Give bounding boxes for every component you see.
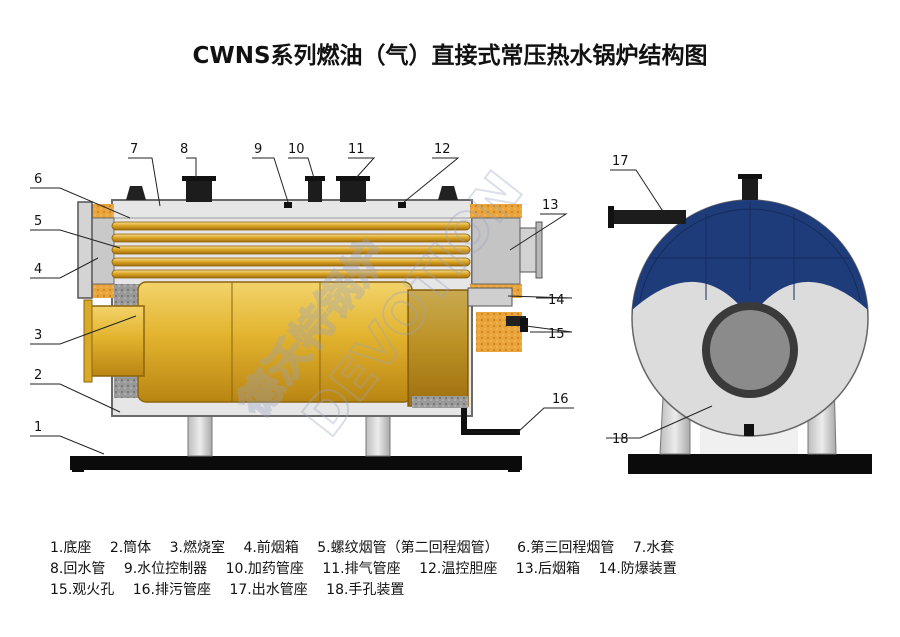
callout-lines (30, 157, 713, 455)
support-leg-left (187, 413, 213, 457)
page-title: CWNS系列燃油（气）直接式常压热水锅炉结构图 (192, 43, 708, 69)
base-foot-left (72, 462, 84, 472)
callout-16: 16 (552, 392, 569, 407)
level-controller-stub (284, 202, 292, 208)
legend-row-3: 15.观火孔 16.排污管座 17.出水管座 18.手孔装置 (50, 580, 870, 601)
vent-nozzle (340, 180, 366, 202)
legend-item: 1.底座 (50, 540, 92, 556)
peephole (506, 316, 526, 326)
callout-8: 8 (180, 142, 188, 157)
legend-item: 16.排污管座 (132, 582, 211, 598)
base-foot-right (508, 462, 520, 472)
legend-item: 2.筒体 (109, 540, 152, 556)
lifting-lug-right (438, 186, 458, 200)
callout-6: 6 (34, 172, 42, 187)
legend-item: 10.加药管座 (225, 561, 304, 577)
legend-row-2: 8.回水管 9.水位控制器 10.加药管座 11.排气管座 12.温控胆座 13… (50, 559, 870, 580)
rear-chimney-flange (519, 227, 539, 273)
callout-10: 10 (288, 142, 305, 157)
end-view (608, 174, 872, 474)
thermo-stub (398, 202, 406, 208)
rear-insulation-top (470, 204, 522, 218)
callout-9: 9 (254, 142, 262, 157)
callout-7: 7 (130, 142, 138, 157)
smoke-tubes (111, 221, 471, 279)
base-frame (70, 456, 522, 470)
legend-item: 11.排气管座 (322, 561, 401, 577)
return-water-nozzle (186, 180, 212, 202)
front-insulation-top (92, 204, 114, 218)
legend-item: 14.防爆装置 (598, 561, 677, 577)
callout-12: 12 (434, 142, 451, 157)
end-base (628, 454, 872, 474)
legend-item: 9.水位控制器 (123, 561, 208, 577)
side-view (70, 176, 543, 472)
legend-item: 4.前烟箱 (243, 540, 299, 556)
legend-item: 15.观火孔 (50, 582, 115, 598)
legend-item: 7.水套 (632, 540, 675, 556)
callout-3: 3 (34, 328, 42, 343)
explosion-relief (467, 287, 513, 307)
front-door-plate (77, 201, 93, 299)
legend-row-1: 1.底座 2.筒体 3.燃烧室 4.前烟箱 5.螺纹烟管（第二回程烟管） 6.第… (50, 538, 870, 559)
rear-turn-chamber (407, 289, 469, 407)
callout-1: 1 (34, 420, 42, 435)
legend-item: 6.第三回程烟管 (517, 540, 615, 556)
rear-insulation-floor (412, 396, 468, 408)
end-top-nozzle (742, 178, 758, 200)
front-smoke-box (89, 217, 115, 285)
front-insulation-bottom (92, 284, 114, 298)
burner-tube (89, 305, 145, 377)
legend-item: 8.回水管 (50, 561, 106, 577)
support-leg-right (365, 413, 391, 457)
callout-5: 5 (34, 214, 42, 229)
rear-smoke-box (471, 217, 521, 285)
legend-item: 17.出水管座 (229, 582, 308, 598)
outlet-pipe (612, 210, 686, 224)
callout-11: 11 (348, 142, 365, 157)
legend-item: 3.燃烧室 (169, 540, 225, 556)
callout-13: 13 (542, 198, 559, 213)
callout-2: 2 (34, 368, 42, 383)
callout-15: 15 (548, 327, 565, 342)
legend-item: 12.温控胆座 (419, 561, 498, 577)
legend-item: 18.手孔装置 (326, 582, 405, 598)
hand-hole (744, 424, 754, 436)
callout-4: 4 (34, 262, 42, 277)
legend-item: 5.螺纹烟管（第二回程烟管） (317, 540, 499, 556)
lifting-lug-left (126, 186, 146, 200)
drain-pipe (461, 408, 520, 435)
callout-17: 17 (612, 154, 629, 169)
callout-14: 14 (548, 293, 565, 308)
parts-legend: 1.底座 2.筒体 3.燃烧室 4.前烟箱 5.螺纹烟管（第二回程烟管） 6.第… (50, 538, 870, 601)
callout-18: 18 (612, 432, 629, 447)
legend-item: 13.后烟箱 (515, 561, 581, 577)
dosing-nozzle (308, 180, 322, 202)
